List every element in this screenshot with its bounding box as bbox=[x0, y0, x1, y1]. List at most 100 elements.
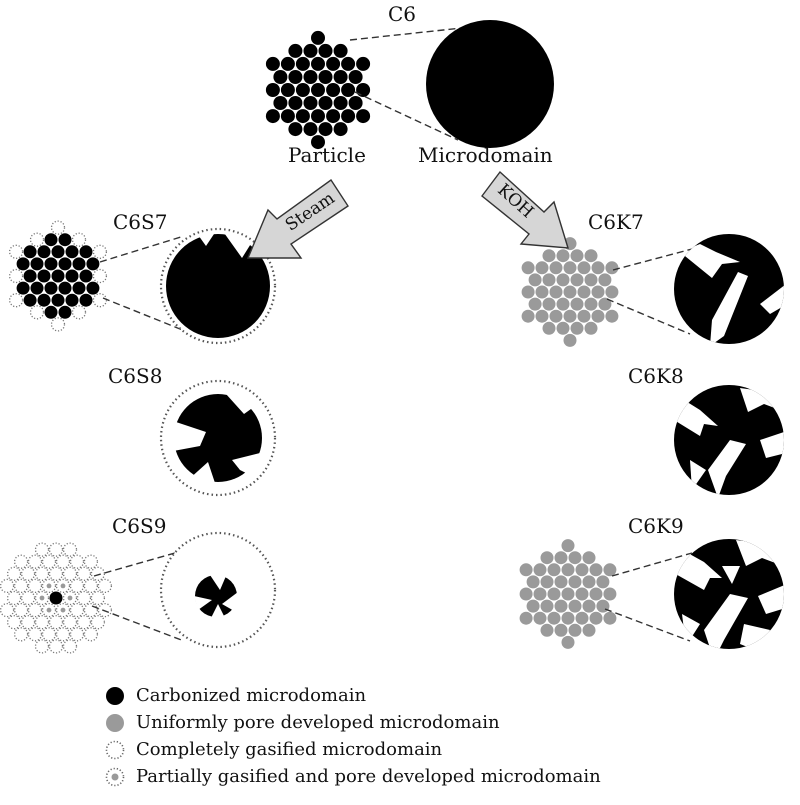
particle-dot bbox=[37, 293, 51, 307]
particle-dot bbox=[521, 285, 535, 299]
particle-dot bbox=[568, 575, 582, 589]
particle-dot bbox=[598, 273, 612, 287]
particle-dot bbox=[27, 627, 43, 642]
particle-dot bbox=[51, 293, 65, 307]
c6k7-connector-top bbox=[612, 248, 693, 271]
particle-dot bbox=[273, 96, 288, 110]
connector-lines bbox=[91, 27, 693, 642]
particle-dot bbox=[23, 293, 37, 307]
particle-dot bbox=[8, 268, 24, 284]
particle-dot bbox=[62, 542, 78, 557]
c6s9-connector-bottom bbox=[91, 605, 185, 642]
particle-dot bbox=[561, 563, 575, 577]
particle-dot bbox=[561, 635, 575, 649]
particle-dot bbox=[280, 109, 295, 124]
particle-dot bbox=[356, 83, 371, 97]
particle-dot bbox=[561, 611, 575, 625]
particle-dot bbox=[584, 297, 598, 311]
particle-dot bbox=[65, 293, 79, 307]
particle-dot bbox=[34, 615, 50, 630]
particle-dot bbox=[34, 542, 50, 557]
particle-dot bbox=[311, 109, 325, 124]
particle-dot bbox=[554, 551, 568, 565]
particle-dot bbox=[311, 83, 325, 97]
particle-dot bbox=[13, 602, 29, 618]
particle-dot bbox=[584, 321, 598, 335]
c6s9-particle bbox=[0, 542, 113, 654]
particle-dot bbox=[519, 563, 533, 577]
particle-dot bbox=[44, 233, 58, 247]
particle-core bbox=[60, 607, 66, 613]
particle-dot bbox=[71, 232, 87, 247]
particle-dot bbox=[79, 269, 93, 283]
particle-dot bbox=[570, 273, 584, 287]
particle-dot bbox=[303, 43, 318, 58]
particle-dot bbox=[71, 305, 87, 320]
particle-dot bbox=[589, 587, 603, 601]
particle-dot bbox=[547, 611, 561, 625]
particle-dot bbox=[540, 623, 554, 637]
particle-dot bbox=[55, 627, 71, 642]
particle-dot bbox=[41, 627, 57, 642]
label-microdomain: Microdomain bbox=[418, 143, 553, 167]
label-c6s8: C6S8 bbox=[108, 364, 163, 388]
particle-dot bbox=[69, 602, 85, 618]
legend-text: Uniformly pore developed microdomain bbox=[136, 712, 500, 733]
particle-dot bbox=[49, 591, 63, 605]
particle-dot bbox=[83, 602, 99, 618]
particle-dot bbox=[265, 56, 280, 71]
particle-dot bbox=[577, 285, 591, 299]
particle-dot bbox=[27, 578, 43, 594]
particle-dot bbox=[37, 245, 51, 259]
particle-dot bbox=[48, 615, 64, 630]
particle-dot bbox=[295, 109, 310, 124]
c6k9-connector-top bbox=[611, 552, 693, 577]
particle-dot bbox=[13, 627, 29, 642]
particle-dot bbox=[58, 281, 72, 295]
particle-dot bbox=[519, 611, 533, 625]
legend: Carbonized microdomain Uniformly pore de… bbox=[102, 682, 601, 790]
legend-item-partial: Partially gasified and pore developed mi… bbox=[102, 763, 601, 790]
particle-dot bbox=[333, 96, 348, 110]
particle-dot bbox=[584, 273, 598, 287]
particle-dot bbox=[48, 566, 64, 581]
particle-dot bbox=[563, 261, 577, 275]
particle-dot bbox=[16, 257, 30, 271]
particle-dot bbox=[92, 293, 108, 308]
particle-dot bbox=[76, 615, 92, 630]
c6k9-connector-bottom bbox=[604, 608, 691, 642]
particle-dot bbox=[295, 56, 310, 71]
particle-dot bbox=[533, 611, 547, 625]
particle-dot bbox=[526, 575, 540, 589]
particle-dot bbox=[568, 599, 582, 613]
c6k7-microdomain bbox=[674, 234, 784, 344]
label-c6k7: C6K7 bbox=[588, 210, 644, 234]
particle-dot bbox=[288, 96, 303, 110]
particle-dot bbox=[83, 578, 99, 594]
particle-dot bbox=[92, 244, 108, 259]
dotted-circle-gray-center-icon bbox=[105, 767, 125, 786]
particle-dot bbox=[90, 590, 106, 606]
particle-dot bbox=[0, 602, 15, 618]
particle-dot bbox=[556, 249, 570, 263]
particle-dot bbox=[30, 281, 44, 295]
label-c6s9: C6S9 bbox=[112, 514, 167, 538]
particle-dot bbox=[563, 285, 577, 299]
particle-dot bbox=[554, 623, 568, 637]
particle-dot bbox=[265, 109, 280, 124]
particle-dot bbox=[568, 623, 582, 637]
particle-dot bbox=[542, 321, 556, 335]
particle-dot bbox=[582, 599, 596, 613]
particle-dot bbox=[50, 317, 66, 332]
particle-dot bbox=[83, 627, 99, 642]
particle-dot bbox=[76, 566, 92, 581]
particle-dot bbox=[44, 281, 58, 295]
particle-dot bbox=[591, 285, 605, 299]
particle-dot bbox=[563, 309, 577, 323]
particle-dot bbox=[6, 566, 22, 581]
particle-dot bbox=[90, 566, 106, 581]
c6s9-connector-top bbox=[93, 550, 183, 577]
particle-dot bbox=[348, 96, 363, 110]
particle-dot bbox=[72, 257, 86, 271]
